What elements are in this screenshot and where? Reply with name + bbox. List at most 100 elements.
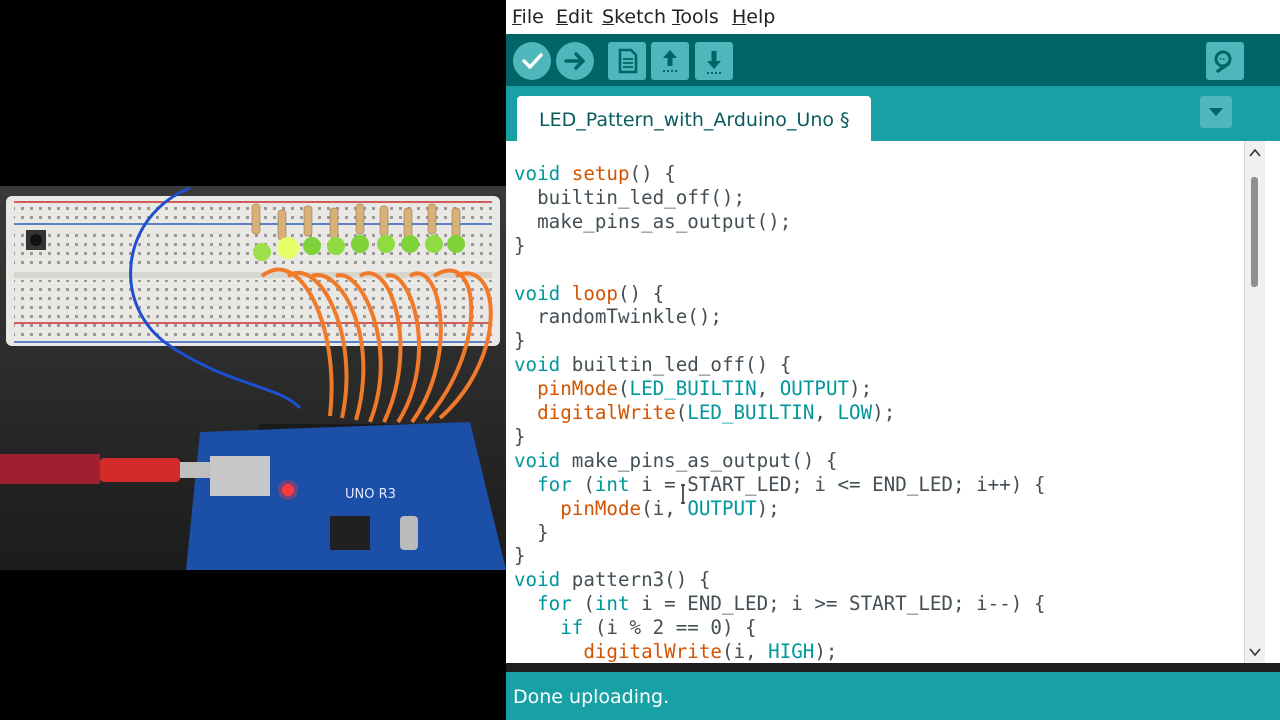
code-token: ( [571,592,595,616]
editor-scrollbar[interactable] [1244,141,1265,663]
code-token: } [514,424,526,448]
board-label: UNO R3 [345,487,396,502]
text-cursor-icon [681,484,685,504]
save-sketch-icon [707,51,721,74]
tab-menu-button[interactable] [1200,96,1232,128]
scrollbar-thumb[interactable] [1251,177,1258,287]
upload-arrow-icon [564,52,585,70]
code-token [514,497,560,520]
code-line: builtin_led_off(); [514,186,745,210]
menu-tools[interactable]: Tools [672,6,719,28]
verify-button[interactable] [513,42,551,80]
verify-icon [522,53,543,69]
usb-cable [0,454,100,484]
breadboard-photo: UNO R3 [0,186,506,570]
code-token: for [537,592,572,616]
code-token: ); [814,640,838,663]
code-token: OUTPUT [687,496,757,520]
code-line: void builtin_led_off() { [514,353,791,377]
open-sketch-icon [663,50,677,72]
code-line: for (int i = START_LED; i <= END_LED; i+… [514,473,1045,497]
code-token: LED_BUILTIN [687,401,815,424]
orange-wires [260,267,493,424]
save-sketch-button[interactable] [695,42,733,80]
code-token: int [594,472,630,496]
breadboard-photo-drawing: UNO R3 [0,186,506,570]
code-token: () { [618,281,665,305]
code-token: () { [629,162,676,185]
code-token [514,616,560,639]
code-token: pinMode [560,496,642,520]
code-token: i = START_LED; i <= END_LED; i++) { [629,472,1046,496]
code-token: LED_BUILTIN [629,377,757,401]
tab-sketch-label: LED_Pattern_with_Arduino_Uno § [539,109,850,131]
open-sketch-button[interactable] [651,42,689,80]
code-token: OUTPUT [779,377,850,401]
led-row [253,235,465,261]
tab-bar: LED_Pattern_with_Arduino_Uno § [506,86,1280,141]
code-token: } [514,544,526,568]
menu-sketch[interactable]: Sketch [602,6,667,28]
code-token: make_pins_as_output(); [514,209,792,233]
code-token: ( [675,401,688,424]
code-token: digitalWrite [583,640,722,663]
code-token: ( [571,472,595,496]
chevron-down-icon [1209,108,1223,116]
blue-wire [129,186,302,410]
code-line: digitalWrite(LED_BUILTIN, LOW); [514,401,895,425]
status-message: Done uploading. [513,686,670,708]
menu-edit[interactable]: Edit [556,6,593,28]
code-line: digitalWrite(i, HIGH); [514,640,837,663]
serial-monitor-icon [1214,50,1232,73]
code-line: } [514,544,526,568]
code-token [514,640,583,663]
code-line: void make_pins_as_output() { [514,449,837,473]
code-line: pinMode(i, OUTPUT); [514,497,780,521]
scroll-up-icon [1249,148,1261,157]
code-token: make_pins_as_output() { [560,448,838,472]
code-token [514,473,537,496]
code-token [514,377,537,400]
serial-monitor-button[interactable] [1206,42,1244,80]
code-token [514,592,537,615]
code-line: make_pins_as_output(); [514,210,791,234]
code-token [514,401,537,424]
new-sketch-button[interactable] [608,42,646,80]
code-token: HIGH [768,640,815,663]
code-token: if [560,616,584,640]
code-token: int [594,592,630,616]
console-divider[interactable] [506,663,1280,672]
code-token: void [514,568,561,592]
code-line: } [514,234,526,258]
code-token: loop [571,281,618,305]
upload-button[interactable] [556,42,594,80]
code-line: void loop() { [514,282,664,306]
code-editor[interactable]: void setup() { builtin_led_off(); make_p… [506,141,1244,663]
code-token: ); [849,377,873,401]
code-line: } [514,329,526,353]
code-token: i = END_LED; i >= START_LED; i--) { [629,592,1046,616]
toolbar [506,34,1280,86]
status-bar: Done uploading. [506,672,1280,720]
code-line: pinMode(LED_BUILTIN, OUTPUT); [514,377,872,401]
code-token: builtin_led_off() { [560,353,792,377]
code-token: builtin_led_off(); [514,185,746,209]
code-token: void [514,353,561,377]
new-sketch-icon [618,48,638,74]
code-token: (i, [721,640,769,663]
menu-help[interactable]: Help [732,6,776,28]
code-token: pinMode [537,377,618,401]
code-token: randomTwinkle(); [514,305,722,329]
code-token: } [514,520,549,544]
menu-file[interactable]: File [512,6,544,28]
code-token: LOW [837,401,873,424]
code-token: void [514,162,561,185]
tab-sketch[interactable]: LED_Pattern_with_Arduino_Uno § [517,96,871,141]
code-token: , [814,401,838,424]
code-token: } [514,329,526,353]
code-token [560,282,572,305]
code-line: } [514,521,549,545]
menu-bar: File Edit Sketch Tools Help [506,0,1280,35]
code-token: ); [756,496,780,520]
scrollbar-arrows [1249,148,1261,657]
